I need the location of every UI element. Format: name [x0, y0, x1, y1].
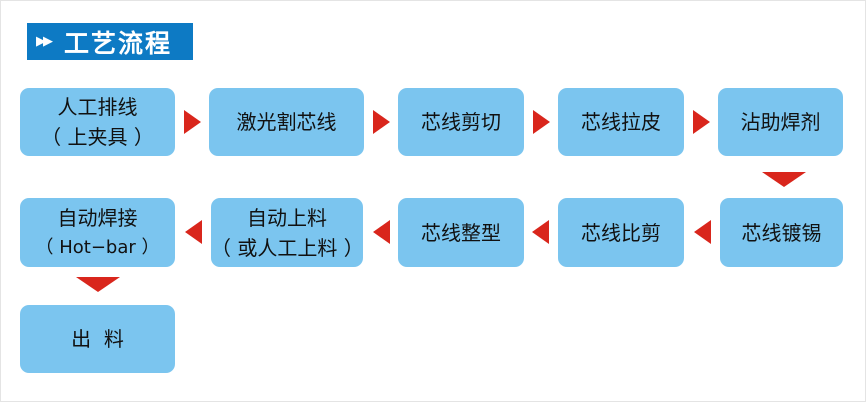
section-title-text: 工艺流程 — [64, 28, 173, 58]
step-label: 芯线剪切 — [421, 110, 501, 134]
arrow-left-icon — [694, 220, 711, 244]
step-label: 人工排线 — [57, 95, 138, 119]
step-1: 人工排线 （ 上夹具 ） — [20, 88, 175, 156]
arrow-down-icon — [762, 172, 806, 187]
step-4: 芯线拉皮 — [558, 88, 684, 156]
step-8: 芯线整型 — [398, 198, 524, 267]
step-label: 自动上料 — [247, 205, 327, 230]
section-title: ▶▶ 工艺流程 — [27, 23, 193, 60]
arrow-down-icon — [76, 277, 120, 292]
arrow-right-icon — [693, 110, 710, 134]
step-label: 沾助焊剂 — [740, 110, 821, 134]
step-11: 出 料 — [20, 305, 175, 373]
step-label: 出 料 — [71, 327, 124, 351]
arrow-right-icon — [184, 110, 201, 134]
step-sublabel: （ Hot−bar ） — [35, 236, 160, 258]
arrow-left-icon — [185, 220, 202, 244]
arrow-left-icon — [373, 220, 390, 244]
step-label: 芯线镀锡 — [741, 220, 822, 245]
step-label: 芯线拉皮 — [581, 110, 661, 134]
step-label: 芯线整型 — [421, 220, 501, 245]
step-label: 激光割芯线 — [236, 110, 337, 134]
step-9: 自动上料 （ 或人工上料 ） — [211, 198, 364, 267]
step-sublabel: （ 或人工上料 ） — [211, 235, 364, 260]
step-7: 芯线比剪 — [558, 198, 684, 267]
arrow-left-icon — [532, 220, 549, 244]
arrow-right-icon — [373, 110, 390, 134]
arrow-right-icon — [533, 110, 550, 134]
step-label: 自动焊接 — [57, 205, 138, 230]
step-2: 激光割芯线 — [209, 88, 364, 156]
step-3: 芯线剪切 — [398, 88, 524, 156]
step-label: 芯线比剪 — [581, 220, 661, 245]
step-10: 自动焊接 （ Hot−bar ） — [20, 198, 175, 267]
step-6: 芯线镀锡 — [720, 198, 843, 267]
double-play-icon: ▶▶ — [36, 34, 53, 49]
step-sublabel: （ 上夹具 ） — [41, 125, 154, 149]
step-5: 沾助焊剂 — [718, 88, 843, 156]
